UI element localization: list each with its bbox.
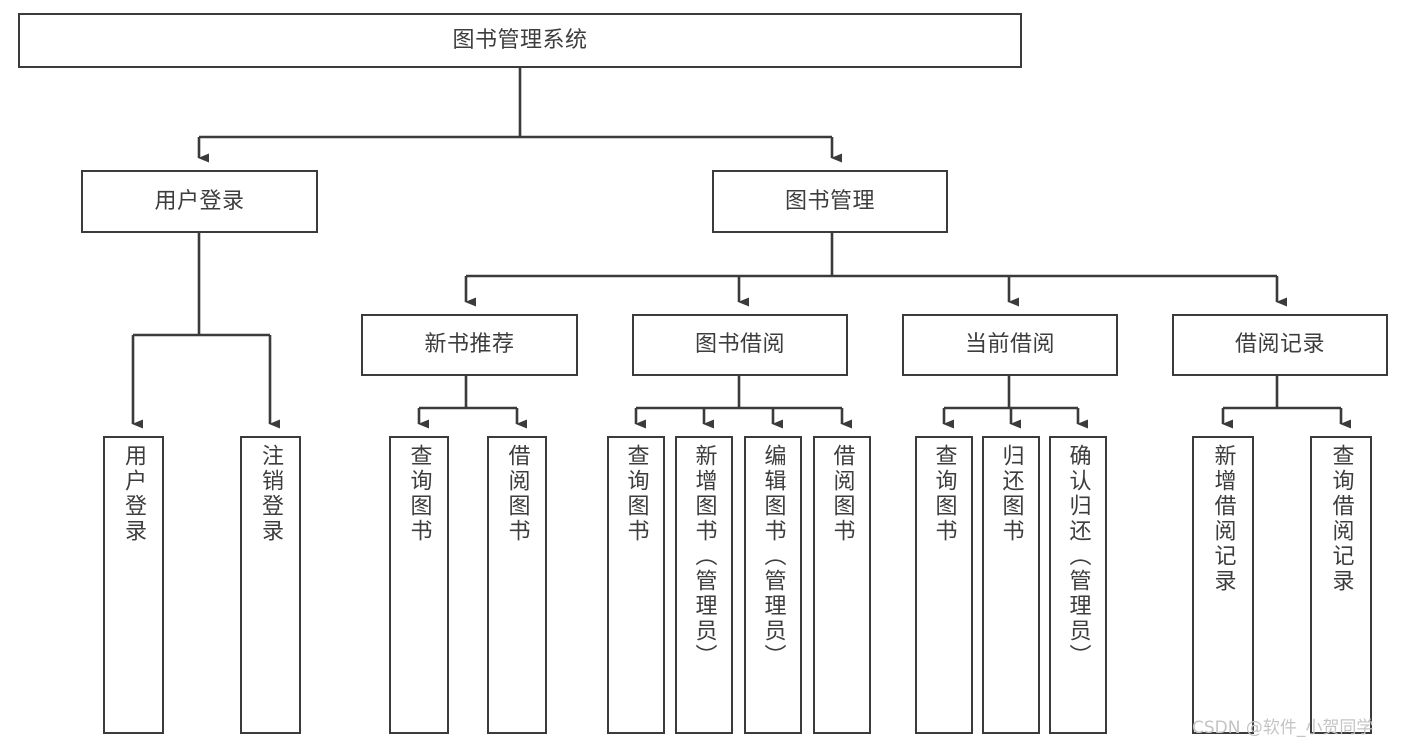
node-label: 借阅图书 bbox=[829, 444, 855, 544]
leaf-edit-book-admin[interactable]: 编辑图书（管理员） bbox=[744, 436, 802, 734]
leaf-logout[interactable]: 注销登录 bbox=[240, 436, 301, 734]
node-label: 查询图书 bbox=[931, 444, 957, 544]
node-label: 用户登录 bbox=[121, 444, 147, 544]
node-new-book-recommend[interactable]: 新书推荐 bbox=[361, 314, 578, 376]
node-current-borrow[interactable]: 当前借阅 bbox=[902, 314, 1118, 376]
leaf-add-borrow-record[interactable]: 新增借阅记录 bbox=[1192, 436, 1254, 734]
leaf-borrow-book-recommend[interactable]: 借阅图书 bbox=[487, 436, 547, 734]
node-label: 归还图书 bbox=[998, 444, 1024, 544]
leaf-query-book-borrow[interactable]: 查询图书 bbox=[607, 436, 665, 734]
node-label: 新书推荐 bbox=[424, 332, 515, 358]
node-label: 编辑图书（管理员） bbox=[760, 444, 786, 669]
node-label: 当前借阅 bbox=[964, 332, 1055, 358]
node-book-management[interactable]: 图书管理 bbox=[712, 170, 948, 233]
node-label: 查询图书 bbox=[623, 444, 649, 544]
node-label: 查询借阅记录 bbox=[1328, 444, 1354, 594]
node-label: 查询图书 bbox=[406, 444, 432, 544]
node-label: 借阅记录 bbox=[1234, 332, 1325, 358]
node-borrow-record[interactable]: 借阅记录 bbox=[1172, 314, 1388, 376]
leaf-query-book-recommend[interactable]: 查询图书 bbox=[389, 436, 449, 734]
leaf-query-book-current[interactable]: 查询图书 bbox=[915, 436, 973, 734]
leaf-confirm-return-admin[interactable]: 确认归还（管理员） bbox=[1049, 436, 1107, 734]
node-book-borrow[interactable]: 图书借阅 bbox=[632, 314, 848, 376]
leaf-query-borrow-record[interactable]: 查询借阅记录 bbox=[1310, 436, 1372, 734]
node-label: 图书管理 bbox=[784, 188, 875, 214]
node-label: 借阅图书 bbox=[504, 444, 530, 544]
leaf-user-login[interactable]: 用户登录 bbox=[103, 436, 164, 734]
node-label: 新增借阅记录 bbox=[1210, 444, 1236, 594]
leaf-borrow-book[interactable]: 借阅图书 bbox=[813, 436, 871, 734]
node-label: 新增图书（管理员） bbox=[691, 444, 717, 669]
node-label: 图书管理系统 bbox=[452, 27, 588, 53]
leaf-return-book[interactable]: 归还图书 bbox=[982, 436, 1040, 734]
csdn-watermark: CSDN @软件_小贺同学 bbox=[1192, 718, 1374, 738]
node-label: 图书借阅 bbox=[694, 332, 785, 358]
node-label: 用户登录 bbox=[154, 188, 245, 214]
node-label: 注销登录 bbox=[258, 444, 284, 544]
node-user-login[interactable]: 用户登录 bbox=[81, 170, 318, 233]
node-label: 确认归还（管理员） bbox=[1065, 444, 1091, 669]
node-root-system[interactable]: 图书管理系统 bbox=[18, 13, 1022, 68]
leaf-add-book-admin[interactable]: 新增图书（管理员） bbox=[675, 436, 733, 734]
